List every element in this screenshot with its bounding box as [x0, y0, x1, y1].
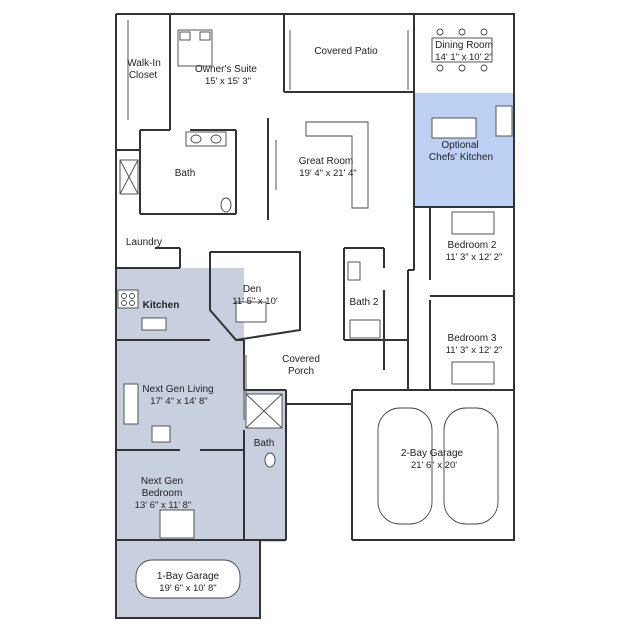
room-labels: Walk-In Closet Owner's Suite 15' x 15' 3… — [126, 40, 502, 594]
next-gen-bedroom-label-2: Bedroom — [142, 488, 183, 499]
laundry-label: Laundry — [126, 237, 162, 248]
kitchen-label: Kitchen — [143, 300, 180, 311]
two-bay-garage-label: 2-Bay Garage — [401, 448, 464, 459]
den-dims: 11' 5" x 10' — [232, 296, 278, 307]
bedroom2-label: Bedroom 2 — [448, 240, 497, 251]
covered-porch-label-2: Porch — [288, 366, 314, 377]
great-room-dims: 19' 4" x 21' 4" — [299, 168, 356, 179]
next-gen-living-dims: 17' 4" x 14' 8" — [150, 396, 207, 407]
walk-in-closet-label: Walk-In — [127, 58, 161, 69]
den-label: Den — [243, 284, 261, 295]
one-bay-garage-label: 1-Bay Garage — [157, 571, 220, 582]
chefs-kitchen-label-2: Chefs' Kitchen — [429, 152, 493, 163]
one-bay-garage-dims: 19' 6" x 10' 8" — [159, 583, 216, 594]
next-gen-bedroom-label: Next Gen — [141, 476, 183, 487]
dining-room-label: Dining Room — [435, 40, 493, 51]
bedroom3-label: Bedroom 3 — [448, 333, 497, 344]
dining-room-dims: 14' 1" x 10' 2" — [435, 52, 492, 63]
two-bay-garage-dims: 21' 6" x 20' — [411, 460, 457, 471]
next-gen-bath-label: Bath — [254, 438, 275, 449]
bedroom2-dims: 11' 3" x 12' 2" — [446, 252, 503, 263]
owners-suite-dims: 15' x 15' 3" — [205, 76, 251, 87]
bedroom3-dims: 11' 3" x 12' 2" — [446, 345, 503, 356]
exterior-walls — [115, 13, 515, 619]
fixtures — [117, 28, 513, 599]
covered-porch-label: Covered — [282, 354, 320, 365]
covered-patio-label: Covered Patio — [314, 46, 378, 57]
interior-walls — [116, 14, 514, 541]
owner-bath-label: Bath — [175, 168, 196, 179]
owners-suite-label: Owner's Suite — [195, 64, 257, 75]
bath2-label: Bath 2 — [350, 297, 379, 308]
walk-in-closet-label-2: Closet — [129, 70, 158, 81]
windows — [127, 20, 409, 420]
great-room-label: Great Room — [299, 156, 353, 167]
next-gen-bedroom-dims: 13' 6" x 11' 8" — [135, 500, 192, 511]
chefs-kitchen-label: Optional — [441, 140, 478, 151]
next-gen-living-label: Next Gen Living — [142, 384, 213, 395]
